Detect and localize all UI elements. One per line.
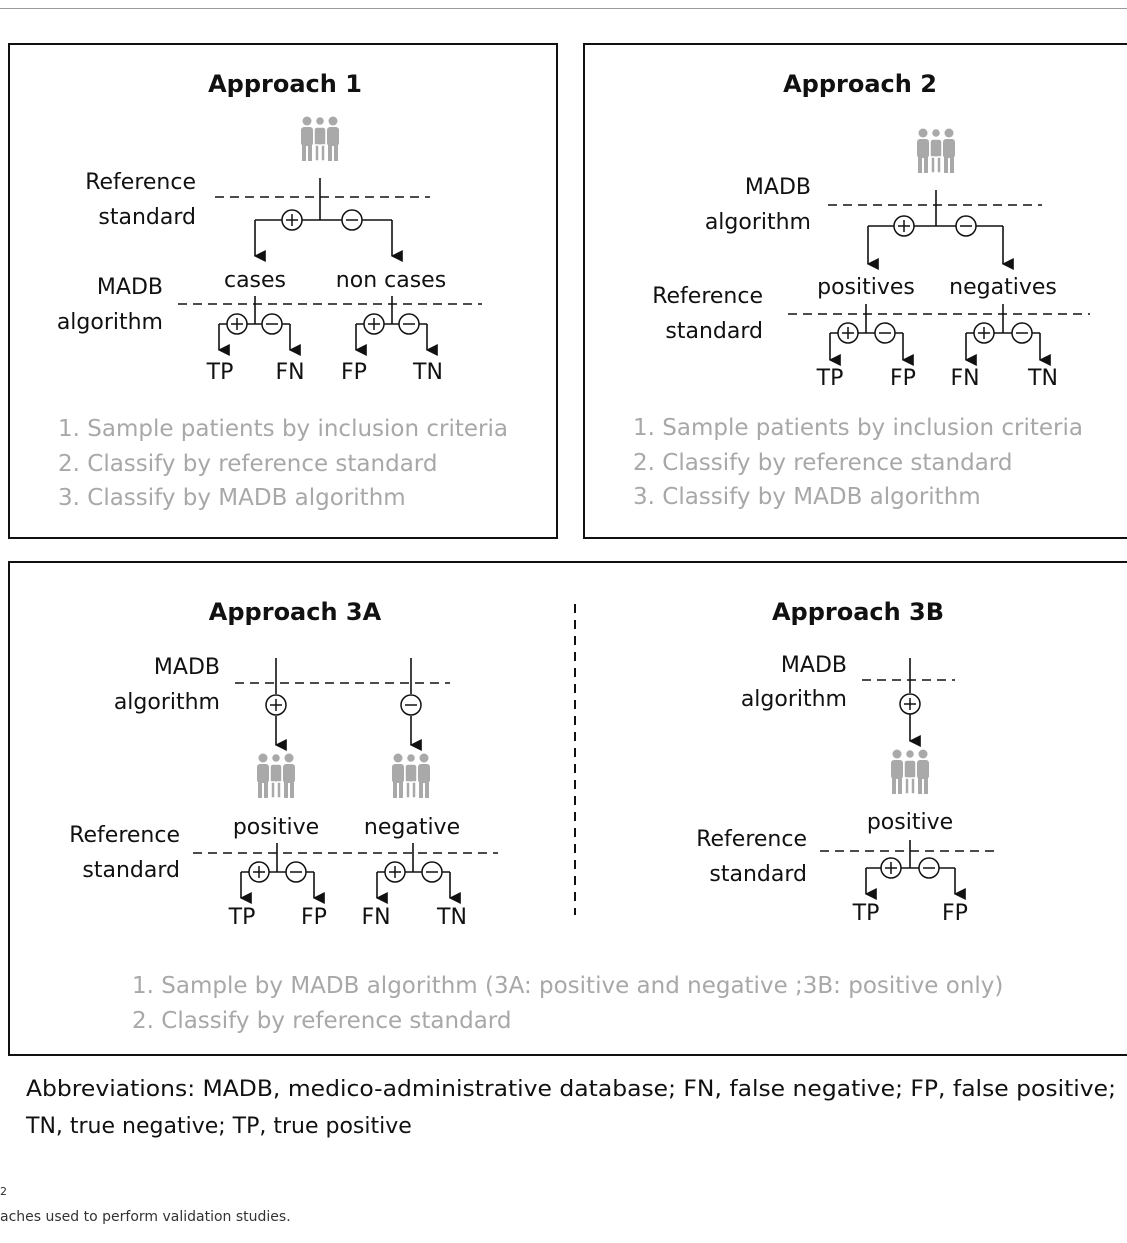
approach3-step-1: 1. Sample by MADB algorithm (3A: positiv… [132,973,1003,999]
approach1-outcome-3: FP [341,360,367,385]
plus-icon [226,313,248,335]
top-rule [0,8,1127,9]
approach3-border [8,561,1127,1056]
approach3a-outcome-2: FP [301,905,327,930]
approach1-group-2: non cases [336,268,446,293]
approach3a-outcome-1: TP [228,905,256,930]
approach2-group-1: positives [817,275,915,300]
approach3a-first-split-label-1: MADB [154,655,220,680]
plus-icon [384,861,406,883]
plus-icon [265,694,287,716]
minus-icon [874,322,896,344]
patients-icon [891,750,929,795]
plus-icon [973,322,995,344]
approach2-second-split-label-2: standard [665,319,763,344]
approach1-first-split-label-1: Reference [85,170,196,195]
approach2-panel: Approach 2 MADB algorithm positives nega… [583,43,1127,539]
approach1-panel: Approach 1 Reference standard cases non … [8,43,558,539]
approach1-second-split-label-1: MADB [97,275,163,300]
figure-caption: aches used to perform validation studies… [0,1209,291,1225]
approach1-title: Approach 1 [208,70,362,98]
approach3a-group-1: positive [233,815,319,840]
approach1-step-1: 1. Sample patients by inclusion criteria [58,416,508,442]
approach3b-title: Approach 3B [772,598,944,626]
minus-icon [285,861,307,883]
approach2-step-2: 2. Classify by reference standard [633,450,1012,476]
approach2-step-1: 1. Sample patients by inclusion criteria [633,415,1083,441]
minus-icon [341,209,363,231]
approach3b-second-split-label-1: Reference [696,827,807,852]
approach1-outcome-2: FN [275,360,304,385]
approach2-group-2: negatives [949,275,1057,300]
approach3b-second-split-label-2: standard [709,862,807,887]
minus-icon [398,313,420,335]
patients-icon [257,754,295,799]
approach3a-second-split-label-2: standard [82,858,180,883]
approach3a-group-2: negative [364,815,460,840]
plus-icon [893,215,915,237]
plus-icon [899,693,921,715]
approach1-border [8,43,558,539]
approach2-second-split-label-1: Reference [652,284,763,309]
plus-icon [248,861,270,883]
approach2-step-3: 3. Classify by MADB algorithm [633,484,981,510]
approach3b-outcome-2: FP [942,901,968,926]
patients-icon [392,754,430,799]
approach1-step-2: 2. Classify by reference standard [58,451,437,477]
approach3b-first-split-label-1: MADB [781,653,847,678]
approach3a-outcome-4: TN [436,905,467,930]
minus-icon [421,861,443,883]
plus-icon [281,209,303,231]
plus-icon [837,322,859,344]
abbreviations-line-2: TN, true negative; TP, true positive [25,1114,412,1139]
approach3b-first-split-label-2: algorithm [741,687,847,712]
approach3b-group-1: positive [867,810,953,835]
plus-icon [880,857,902,879]
approach3-panel: Approach 3A MADB algorithm positive nega… [8,561,1127,1056]
approach3a-outcome-3: FN [361,905,390,930]
minus-icon [400,694,422,716]
minus-icon [955,215,977,237]
approach1-first-split-label-2: standard [98,205,196,230]
approach3a-title: Approach 3A [209,598,382,626]
abbreviations-line-1: Abbreviations: MADB, medico-administrati… [26,1077,1116,1102]
approach2-border [583,43,1127,539]
approach1-second-split-label-2: algorithm [57,310,163,335]
approach2-outcome-4: TN [1027,366,1058,391]
minus-icon [261,313,283,335]
approach2-outcome-2: FP [890,366,916,391]
plus-icon [363,313,385,335]
approach1-outcome-1: TP [206,360,234,385]
approach2-first-split-label-2: algorithm [705,210,811,235]
patients-icon [301,117,339,162]
patients-icon [917,129,955,174]
approach1-outcome-4: TN [412,360,443,385]
approach2-first-split-label-1: MADB [745,175,811,200]
approach2-title: Approach 2 [783,70,937,98]
figure-number: 2 [0,1185,7,1198]
approach3-step-2: 2. Classify by reference standard [132,1008,511,1034]
approach1-group-1: cases [224,268,286,293]
approach2-outcome-3: FN [950,366,979,391]
approach3a-first-split-label-2: algorithm [114,690,220,715]
approach3a-second-split-label-1: Reference [69,823,180,848]
minus-icon [1011,322,1033,344]
approach3b-outcome-1: TP [852,901,880,926]
minus-icon [918,857,940,879]
approach1-step-3: 3. Classify by MADB algorithm [58,485,406,511]
approach2-outcome-1: TP [816,366,844,391]
